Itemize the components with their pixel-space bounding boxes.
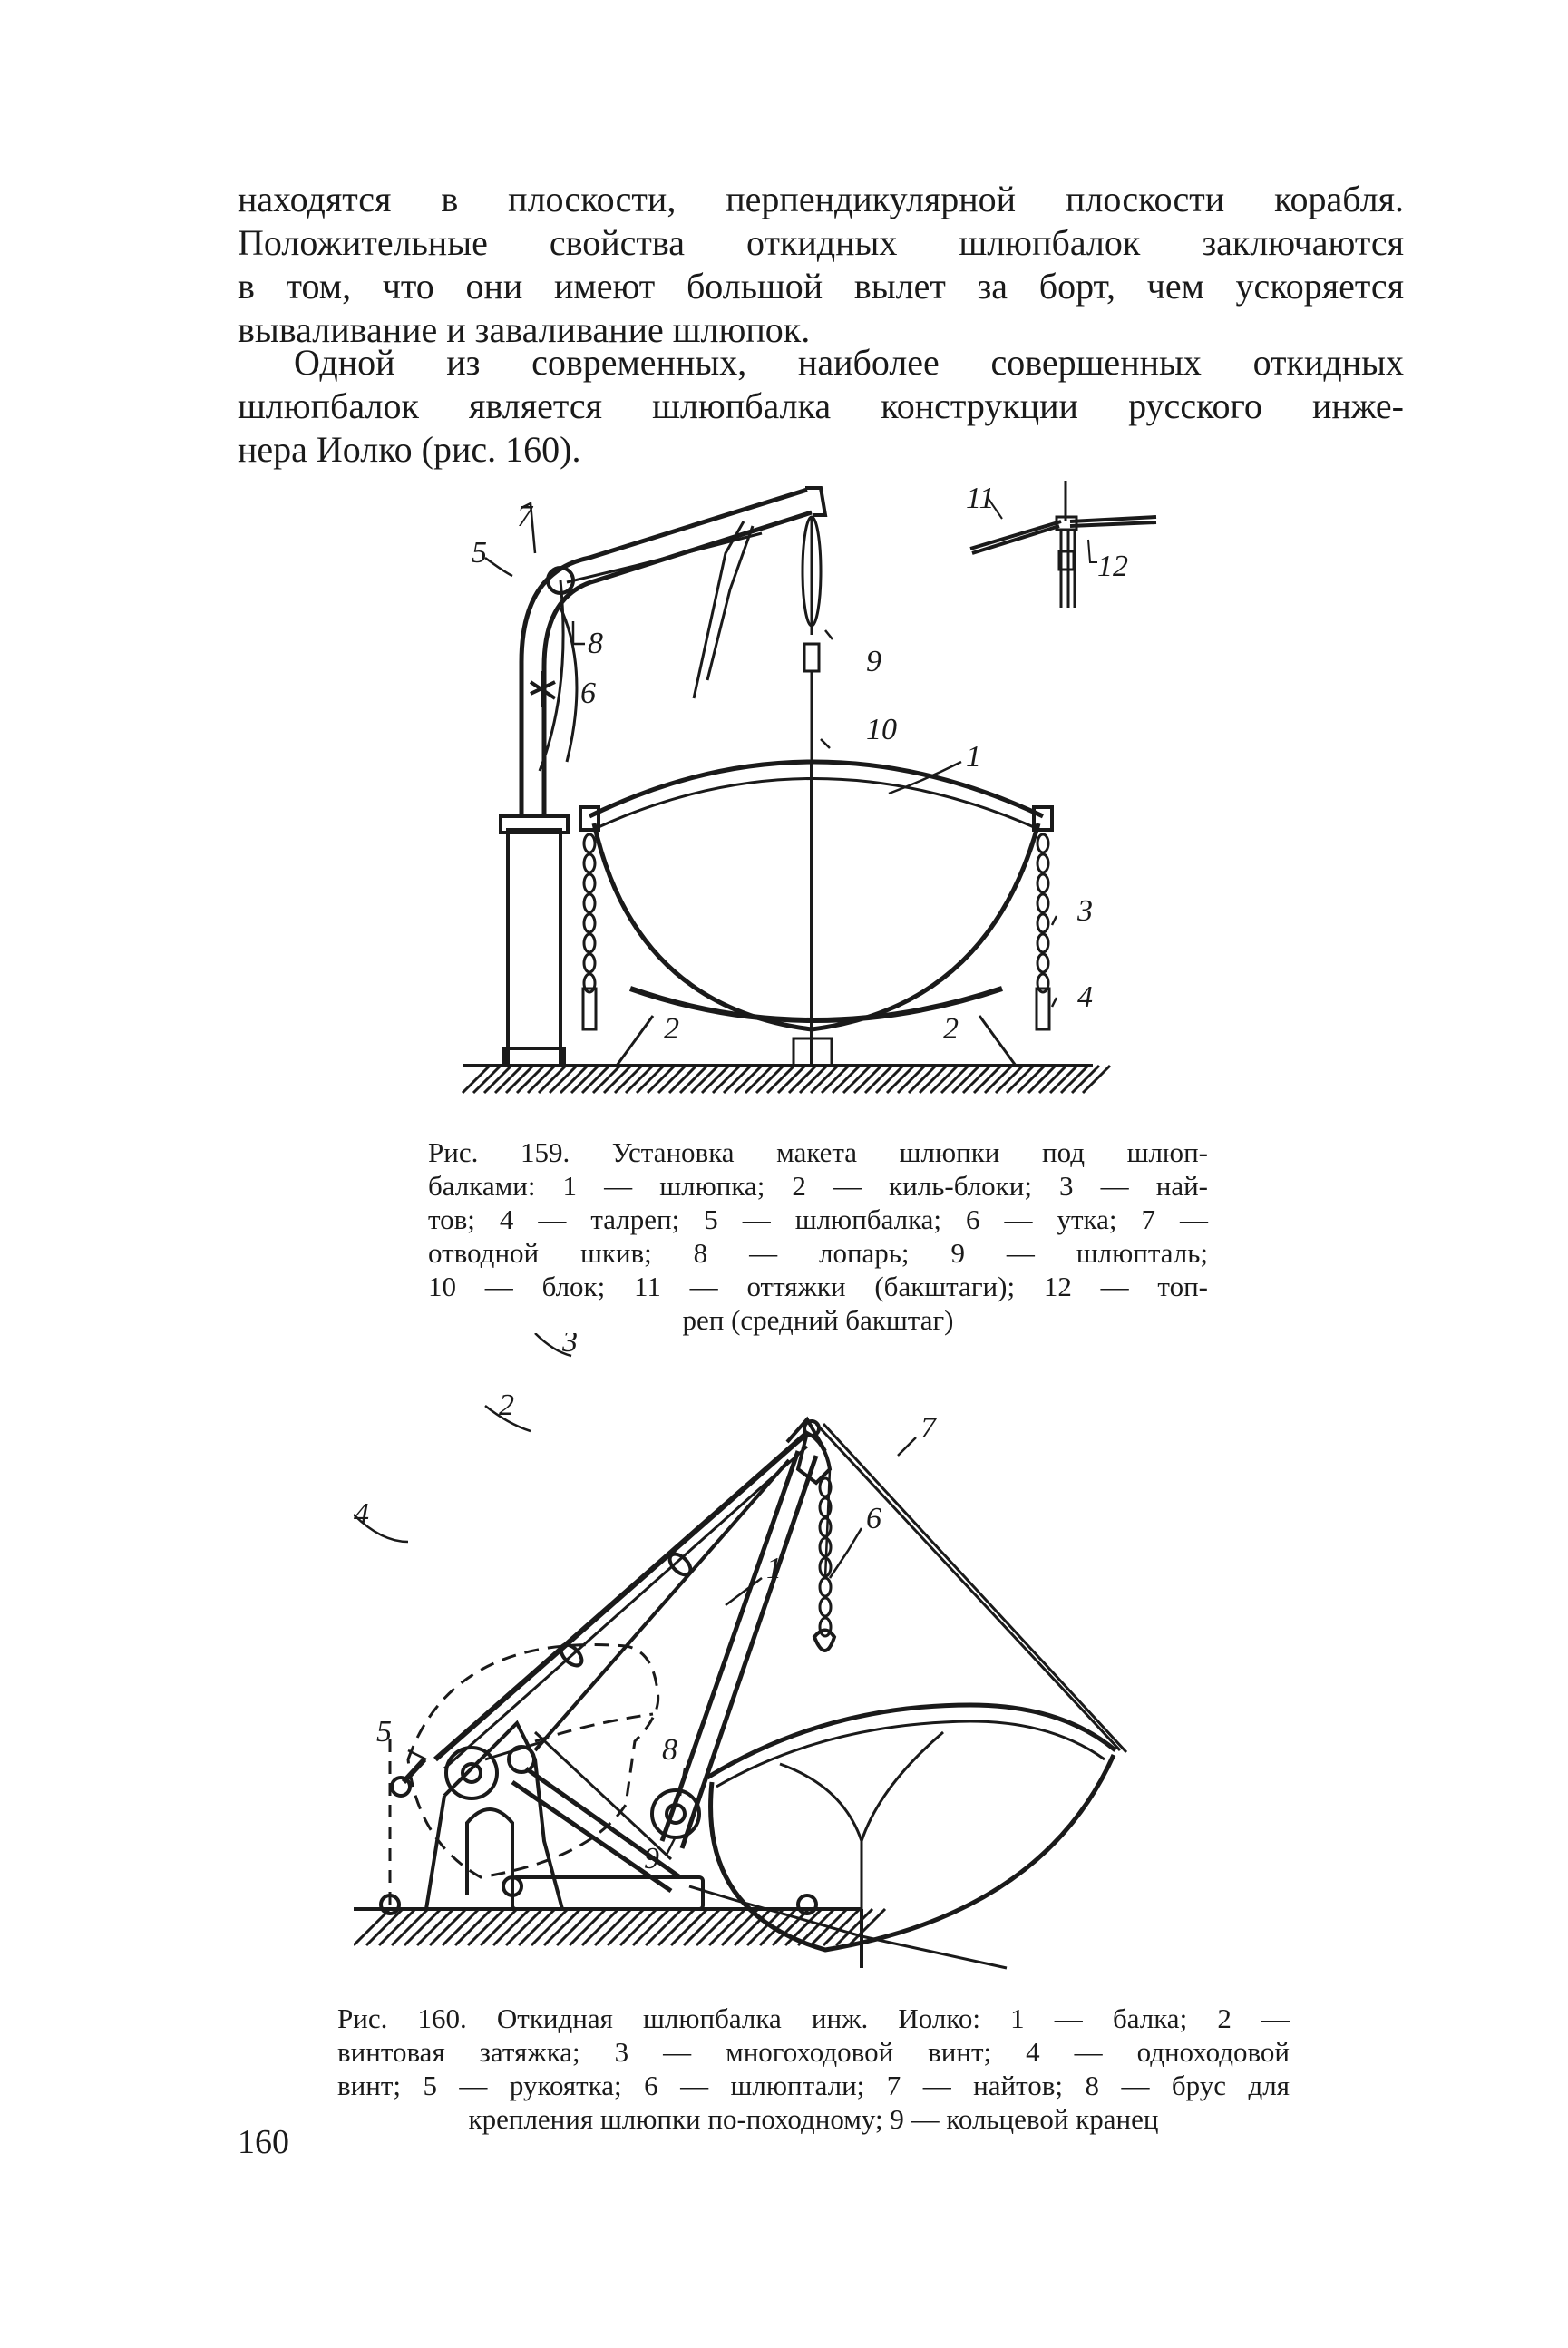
- label-3: 3: [561, 1333, 578, 1359]
- label-9: 9: [866, 645, 881, 678]
- label-11: 11: [966, 482, 994, 515]
- keel-blocks: [615, 1015, 1018, 1067]
- label-12: 12: [1097, 550, 1128, 583]
- caption-line: тов; 4 — талреп; 5 — шлюпбалка; 6 — утка…: [428, 1203, 1208, 1235]
- paragraph-line: шлюпбалок является шлюпбалка конструкции…: [238, 385, 1404, 426]
- figure-160-caption: Рис. 160. Откидная шлюпбалка инж. Иолко:…: [337, 2002, 1290, 2136]
- label-10: 10: [866, 713, 897, 746]
- paragraph-line: вываливание и заваливание шлюпок.: [238, 309, 811, 350]
- paragraph-2: Одной из современных, наиболее совершенн…: [238, 341, 1404, 472]
- stowed-boat-outline: [406, 1643, 660, 1879]
- paragraph-line: Одной из современных, наиболее совершенн…: [294, 342, 1404, 383]
- caption-line: Рис. 159. Установка макета шлюпки под шл…: [428, 1136, 1208, 1168]
- ground-hatch: [461, 1064, 1112, 1095]
- label-5: 5: [376, 1715, 392, 1749]
- paragraph-1: находятся в плоскости, перпендикулярной …: [238, 178, 1404, 352]
- paragraph-line: нера Иолко (рис. 160).: [238, 429, 581, 470]
- lashing-rope: [688, 1885, 1008, 1970]
- label-1: 1: [766, 1552, 782, 1585]
- label-4: 4: [354, 1497, 369, 1531]
- label-4: 4: [1077, 980, 1093, 1014]
- screw-rods: [433, 1430, 809, 1894]
- label-9: 9: [644, 1842, 659, 1875]
- label-2: 2: [499, 1388, 514, 1422]
- caption-line: Рис. 160. Откидная шлюпбалка инж. Иолко:…: [337, 2002, 1290, 2034]
- label-5: 5: [472, 536, 487, 570]
- tackle-block: [795, 1430, 833, 1486]
- label-8: 8: [588, 627, 603, 660]
- label-6: 6: [580, 677, 596, 710]
- caption-line: винт; 5 — рукоятка; 6 — шлюптали; 7 — на…: [337, 2070, 1290, 2101]
- caption-line: отводной шкив; 8 — лопарь; 9 — шлюпталь;: [428, 1237, 1208, 1269]
- caption-line: балками: 1 — шлюпка; 2 — киль-блоки; 3 —…: [428, 1170, 1208, 1202]
- label-1: 1: [966, 740, 981, 774]
- figure-159-boat-davit-mockup: 7 5 8 6 9 10 1 3 4 2 2: [461, 486, 1112, 1095]
- davit-beam: [659, 1416, 827, 1849]
- paragraph-line: в том, что они имеют большой вылет за бо…: [238, 266, 1404, 307]
- figure-160-iolko-davit: 3 2 4 1 7 6 8 9 5: [354, 1333, 1128, 1970]
- caption-line: винтовая затяжка; 3 — многоходовой винт;…: [337, 2036, 1290, 2068]
- lashing-line: [814, 1422, 1128, 1754]
- page-number: 160: [238, 2123, 289, 2161]
- label-7: 7: [920, 1411, 938, 1445]
- davit-stand: [379, 1720, 818, 1915]
- label-8: 8: [662, 1733, 677, 1767]
- label-2-right: 2: [943, 1012, 959, 1046]
- caption-line: 10 — блок; 11 — оттяжки (бакштаги); 12 —…: [428, 1271, 1208, 1302]
- davit-column: [499, 486, 828, 1067]
- caption-line: реп (средний бакштаг): [682, 1304, 954, 1336]
- boat-hull: [579, 759, 1054, 1066]
- figure-159-caption: Рис. 159. Установка макета шлюпки под шл…: [428, 1135, 1208, 1337]
- hoisted-boat: [706, 1702, 1117, 1953]
- label-6: 6: [866, 1502, 881, 1535]
- boat-tackle: [692, 515, 823, 762]
- figure-159-inset-stays: 11 12: [966, 481, 1157, 608]
- caption-line: крепления шлюпки по-походному; 9 — кольц…: [468, 2103, 1159, 2135]
- paragraph-line: находятся в плоскости, перпендикулярной …: [238, 179, 1404, 219]
- label-2-left: 2: [664, 1012, 679, 1046]
- chain-lashing: [581, 833, 1051, 1031]
- deck: [354, 1907, 887, 1968]
- label-7: 7: [517, 500, 534, 533]
- label-3: 3: [1076, 894, 1093, 928]
- cleat: [529, 671, 557, 707]
- paragraph-line: Положительные свойства откидных шлюпбало…: [238, 222, 1404, 263]
- fall-rope: [538, 531, 763, 772]
